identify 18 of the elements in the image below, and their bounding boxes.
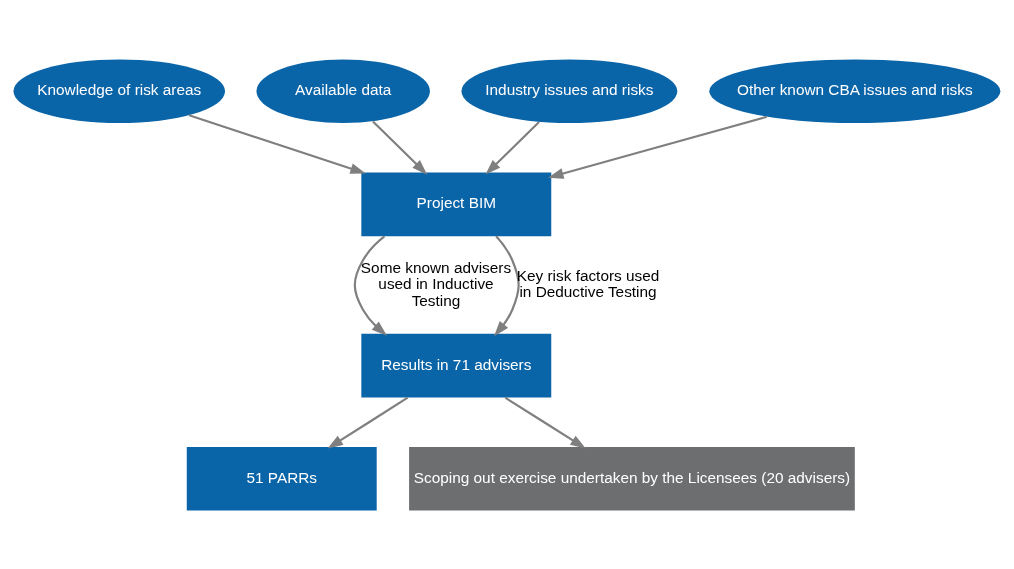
arrow [504, 396, 586, 449]
arrow [353, 235, 387, 336]
arrow [188, 113, 366, 174]
arrow [494, 235, 520, 336]
node-box: Results in 71 advisers [361, 333, 552, 398]
arrow [372, 120, 428, 175]
node-ellipse: Knowledge of risk areas [13, 58, 225, 123]
arrow [485, 120, 540, 175]
edge-label: Some known advisers used in Inductive Testing [360, 258, 512, 309]
node-ellipse: Available data [256, 58, 430, 123]
node-box: Scoping out exercise undertaken by the Licensees (20 advisers) [409, 446, 855, 511]
node-ellipse: Industry issues and risks [461, 58, 678, 123]
edge-label: Key risk factors used in Deductive Testing [516, 266, 660, 300]
arrow [327, 396, 409, 449]
node-box: Project BIM [361, 171, 552, 236]
node-box: 51 PARRs [186, 446, 377, 511]
arrow [548, 115, 768, 179]
node-ellipse: Other known CBA issues and risks [709, 58, 1001, 123]
